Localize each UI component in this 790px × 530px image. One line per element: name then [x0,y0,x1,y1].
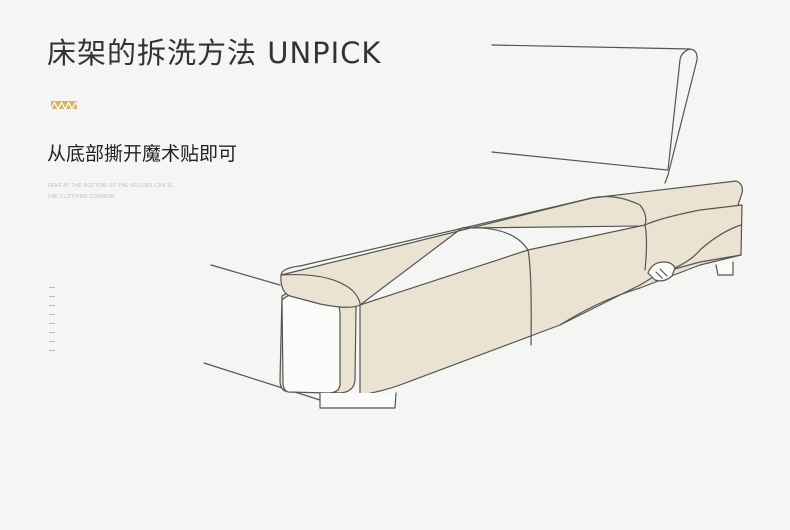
page-title: 床架的拆洗方法 UNPICK [47,36,382,70]
chevron-accent-icon [51,101,77,109]
page-subtitle: 从底部撕开魔术贴即可 [47,143,238,165]
decorative-ticks [49,287,57,357]
english-caption-line-1: TEAR AT THE BOTTOM OF THE VELCRO CAN IS [47,183,173,189]
english-caption-line-2: THE CLOTHING COMMON [47,194,115,200]
bed-frame-velcro-illustration [203,44,743,409]
